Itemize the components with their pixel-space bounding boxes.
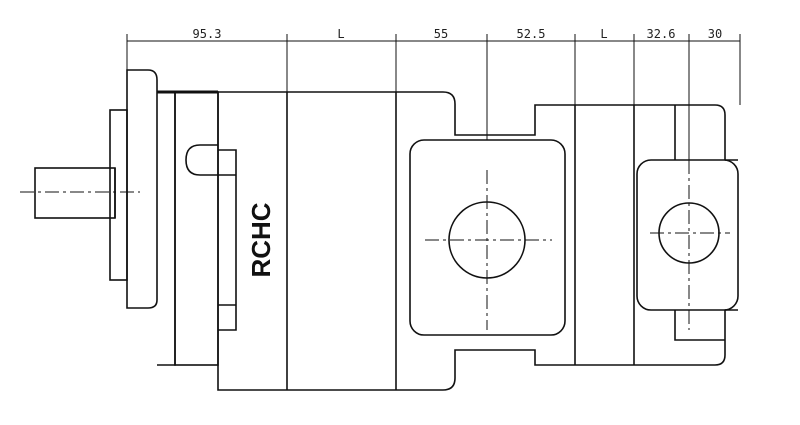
pump-body: [157, 90, 738, 391]
dim-label: 32.6: [647, 27, 676, 41]
small-port: [636, 159, 739, 330]
dimension-line: [126, 34, 741, 160]
port-cover: [185, 144, 237, 331]
dim-label: 30: [708, 27, 722, 41]
dim-label: 95.3: [193, 27, 222, 41]
dimension-labels: 95.3 L 55 52.5 L 32.6 30: [193, 27, 723, 41]
dim-label: L: [337, 27, 344, 41]
large-port: [409, 139, 566, 336]
shaft: [20, 167, 140, 219]
dim-label: 55: [434, 27, 448, 41]
brand-logo: RCHC: [246, 202, 276, 277]
dim-label: 52.5: [517, 27, 546, 41]
dim-label: L: [600, 27, 607, 41]
mounting-flange: [109, 69, 176, 366]
